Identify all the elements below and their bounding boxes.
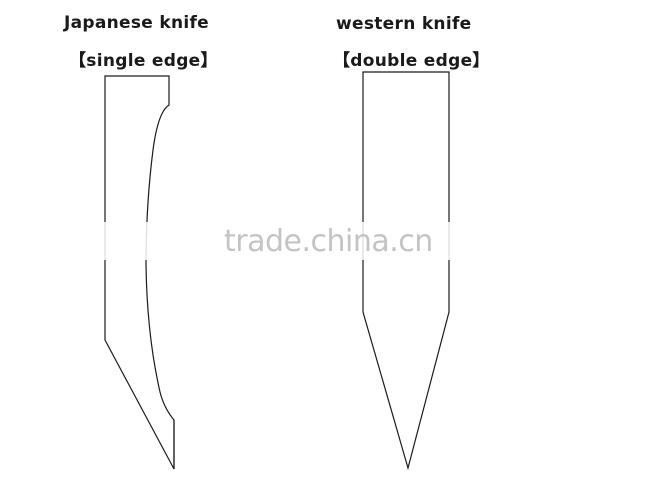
western-knife-subtitle: 【double edge】 xyxy=(333,51,490,71)
watermark-text: trade.china.cn xyxy=(224,224,433,259)
japanese-knife-subtitle: 【single edge】 xyxy=(69,51,218,71)
watermark-glow-left xyxy=(98,222,116,260)
western-knife-profile xyxy=(362,71,450,471)
watermark-glow-right-b xyxy=(442,222,458,260)
western-knife-title: western knife xyxy=(336,14,472,34)
japanese-knife-profile xyxy=(104,75,175,470)
japanese-knife-title: Japanese knife xyxy=(64,13,209,33)
western-knife-outline xyxy=(362,71,450,471)
watermark: trade.china.cn xyxy=(98,222,458,260)
japanese-knife-outline xyxy=(104,75,175,470)
watermark-glow-right-a xyxy=(356,222,372,260)
watermark-glow-mid xyxy=(139,222,157,260)
